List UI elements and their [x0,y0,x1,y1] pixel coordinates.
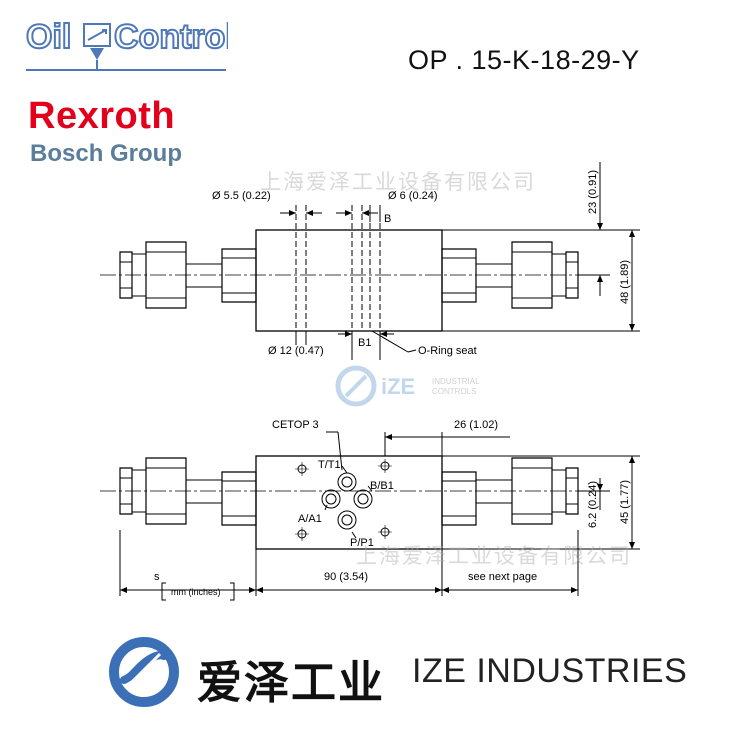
oil-control-logo: Oil Control [25,14,236,76]
valve-body-top [255,229,443,332]
units-note: mm (inches) [171,587,221,597]
footer-cn-name: 爱泽工业 [197,656,386,709]
valve-body-bottom [255,455,443,550]
see-next-page-left: s [154,571,160,583]
rexroth-logo: Rexroth [28,95,176,137]
ize-small-line1: INDUSTRIAL [432,377,480,386]
valve-symbol-icon [83,23,111,47]
dim-26: 26 (1.02) [454,419,498,431]
dim-hole-right: Ø 6 (0.24) [388,190,438,202]
dim-45: 45 (1.77) [619,480,631,524]
port-p: P/P1 [350,537,374,549]
arrow-down-icon [90,48,104,60]
top-view [100,162,640,360]
dim-48: 48 (1.89) [619,260,631,304]
dim-90: 90 (3.54) [324,571,368,583]
port-b: B/B1 [370,480,394,492]
label-b: B [384,213,391,225]
port-a: A/A1 [298,513,322,525]
cetop-ports [295,459,392,541]
label-oring-seat: O-Ring seat [418,345,477,357]
bottom-view-labels: CETOP 3 T/T1 B/B1 A/A1 P/P1 26 (1.02) 6.… [154,419,631,597]
control-text: Control [114,18,228,56]
see-next-page-right: see next page [468,571,537,583]
footer-en-name: IZE INDUSTRIES [412,652,688,690]
label-b1: B1 [358,337,371,349]
dim-23: 23 (0.91) [587,170,599,214]
oil-text: Oil [26,18,71,56]
ize-footer-logo [108,636,180,708]
model-code-title: OP . 15-K-18-29-Y [408,45,640,75]
ize-watermark-small: iZE INDUSTRIAL CONTROLS [335,365,480,407]
bosch-group-logo: Bosch Group [30,140,183,167]
dim-hole-left: Ø 5.5 (0.22) [212,190,271,202]
oil-control-logo-graphic: Oil Control [25,17,236,71]
company-watermark-bottom: 上海爱泽工业设备有限公司 [356,544,632,568]
dim-bore: Ø 12 (0.47) [268,345,324,357]
ize-logo-icon [109,637,179,707]
company-watermark-top: 上海爱泽工业设备有限公司 [260,170,536,194]
top-view-labels: Ø 5.5 (0.22) Ø 6 (0.24) B Ø 12 (0.47) B1… [212,170,631,357]
label-cetop3: CETOP 3 [272,419,319,431]
ize-small-text: iZE [381,374,415,399]
dim-6-2: 6.2 (0.24) [587,481,599,528]
bottom-view [100,431,640,601]
ize-small-line2: CONTROLS [432,387,476,396]
port-t: T/T1 [318,459,341,471]
